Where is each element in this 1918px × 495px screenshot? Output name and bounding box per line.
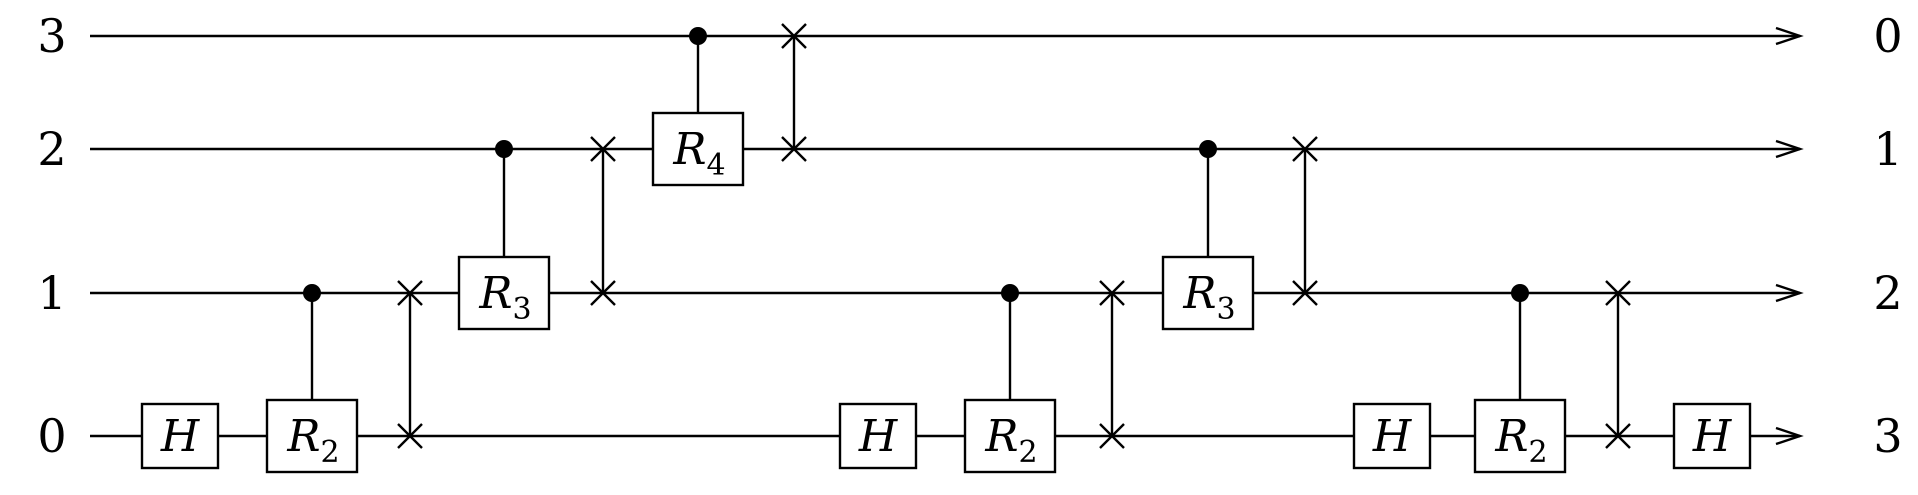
r2-gate-subscript: 2 bbox=[320, 435, 339, 470]
h-gate: H bbox=[140, 402, 220, 470]
h-gate: H bbox=[1672, 402, 1752, 470]
input-label: 3 bbox=[37, 9, 66, 63]
r3-gate-subscript: 3 bbox=[512, 292, 531, 327]
output-label: 0 bbox=[1873, 9, 1902, 63]
r3-gate-label: R bbox=[478, 268, 512, 319]
h-gate-label: H bbox=[1372, 411, 1413, 462]
r4-gate-label: R bbox=[672, 124, 706, 175]
r3-gate-label: R bbox=[1182, 268, 1216, 319]
swap-x-mark bbox=[781, 23, 807, 49]
input-label: 0 bbox=[37, 409, 66, 463]
h-gate-label: H bbox=[160, 411, 201, 462]
wire-arrow-1 bbox=[1775, 139, 1804, 159]
r2-gate-subscript: 2 bbox=[1018, 435, 1037, 470]
swap-x-mark bbox=[1292, 136, 1318, 162]
input-label: 2 bbox=[37, 122, 66, 176]
h-gate-box bbox=[1352, 402, 1432, 470]
output-label: 2 bbox=[1873, 266, 1902, 320]
h-gate: H bbox=[1352, 402, 1432, 470]
h-gate-box bbox=[1672, 402, 1752, 470]
control-dot bbox=[303, 284, 321, 302]
r4-gate-box bbox=[651, 111, 745, 187]
swap-x-mark bbox=[590, 280, 616, 306]
wire-arrow-0 bbox=[1775, 26, 1804, 46]
r2-gate-box bbox=[1473, 398, 1567, 474]
r2-gate-label: R bbox=[984, 411, 1018, 462]
r2-gate-label: R bbox=[286, 411, 320, 462]
output-label: 1 bbox=[1873, 122, 1902, 176]
h-gate: H bbox=[838, 402, 918, 470]
r3-gate-subscript: 3 bbox=[1216, 292, 1235, 327]
h-gate-label: H bbox=[1692, 411, 1733, 462]
h-gate-box bbox=[838, 402, 918, 470]
input-label: 1 bbox=[37, 266, 66, 320]
swap-x-mark bbox=[1605, 280, 1631, 306]
wire-arrow-3 bbox=[1775, 426, 1804, 446]
control-dot bbox=[1001, 284, 1019, 302]
control-dot bbox=[1511, 284, 1529, 302]
r2-gate-label: R bbox=[1494, 411, 1528, 462]
r3-gate-box bbox=[1161, 255, 1255, 331]
control-dot bbox=[689, 27, 707, 45]
swap-x-mark bbox=[781, 136, 807, 162]
swap-x-mark bbox=[1099, 280, 1125, 306]
swap-x-mark bbox=[397, 423, 423, 449]
control-dot bbox=[495, 140, 513, 158]
wire-arrow-2 bbox=[1775, 283, 1804, 303]
r2-gate-box bbox=[963, 398, 1057, 474]
r4-gate-subscript: 4 bbox=[706, 148, 725, 183]
output-label: 3 bbox=[1873, 409, 1902, 463]
control-dot bbox=[1199, 140, 1217, 158]
swap-x-mark bbox=[1605, 423, 1631, 449]
h-gate-label: H bbox=[858, 411, 899, 462]
swap-x-mark bbox=[1099, 423, 1125, 449]
r3-gate-box bbox=[457, 255, 551, 331]
r2-gate-subscript: 2 bbox=[1528, 435, 1547, 470]
swap-x-mark bbox=[397, 280, 423, 306]
r2-gate-box bbox=[265, 398, 359, 474]
h-gate-box bbox=[140, 402, 220, 470]
swap-x-mark bbox=[590, 136, 616, 162]
swap-x-mark bbox=[1292, 280, 1318, 306]
